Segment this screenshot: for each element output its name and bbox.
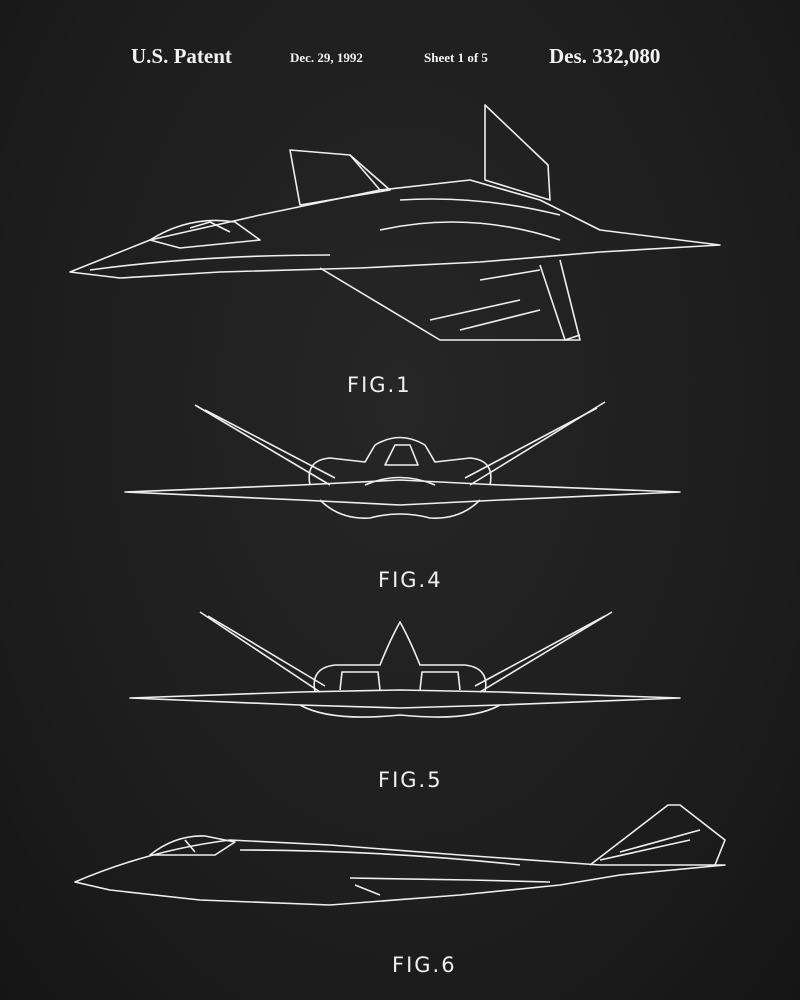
figure-5-label: FIG.5 [378, 768, 443, 792]
figure-6-drawing [74, 804, 726, 906]
patent-date: Dec. 29, 1992 [290, 50, 363, 65]
figure-5-drawing [129, 611, 681, 718]
figure-6-label: FIG.6 [392, 953, 457, 977]
patent-number: Des. 332,080 [549, 44, 661, 68]
figure-1-label: FIG.1 [347, 373, 412, 397]
sheet-number: Sheet 1 of 5 [424, 50, 488, 65]
patent-label: U.S. Patent [131, 44, 232, 68]
figure-1-drawing [69, 104, 721, 341]
figure-4-drawing [124, 401, 681, 519]
figure-4-label: FIG.4 [378, 568, 443, 592]
